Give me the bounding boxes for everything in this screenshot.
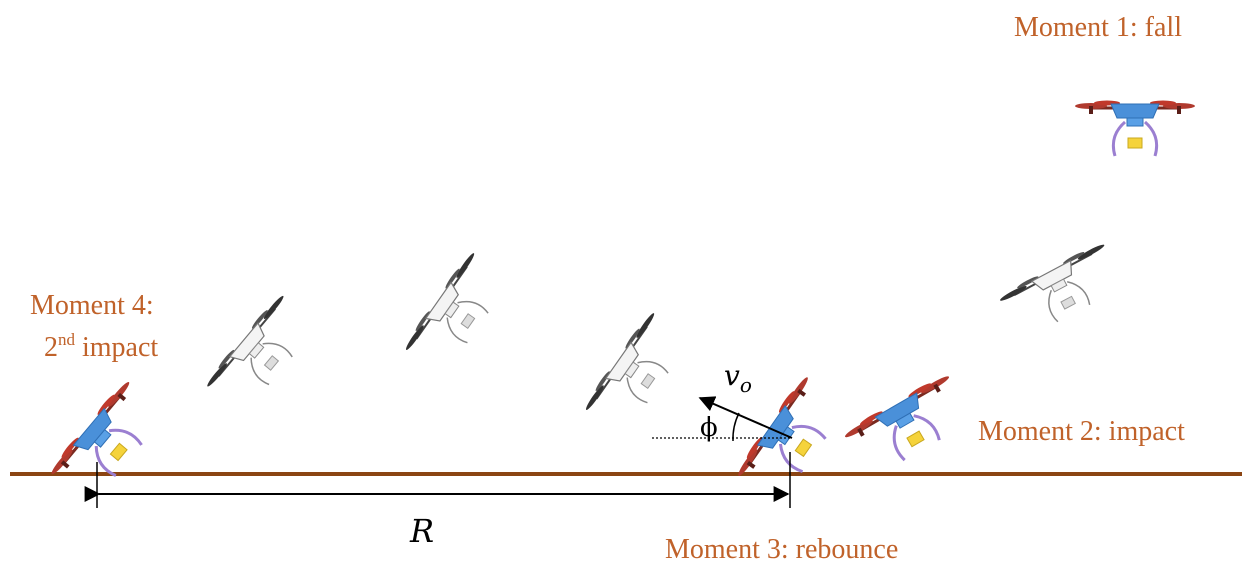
velocity-label: vo <box>724 359 752 397</box>
moment-4-label-line2: 2nd impact <box>44 330 158 363</box>
drone-icon <box>48 379 168 507</box>
range-label: R <box>409 512 434 550</box>
ghost-drone-icon <box>998 241 1126 341</box>
drone-icon <box>1075 101 1195 157</box>
moment-4-label-line1: Moment 4: <box>30 290 154 321</box>
ghost-drone-icon <box>402 250 511 376</box>
moment-4-rest: impact <box>75 332 158 363</box>
velocity-subscript: o <box>740 373 752 397</box>
moment-1-label: Moment 1: fall <box>1014 12 1182 43</box>
moment-2-label: Moment 2: impact <box>978 416 1185 447</box>
moment-3-label: Moment 3: rebounce <box>665 534 898 565</box>
ghost-drone-icon <box>582 310 691 436</box>
ghost-drone-icon <box>204 293 319 416</box>
angle-symbol: ϕ <box>700 413 718 443</box>
moment-4-number: 2 <box>44 332 58 363</box>
velocity-base: v <box>724 359 740 392</box>
moment-4-superscript: nd <box>58 330 76 349</box>
angle-arc <box>733 413 739 441</box>
drone-icon <box>842 372 974 480</box>
